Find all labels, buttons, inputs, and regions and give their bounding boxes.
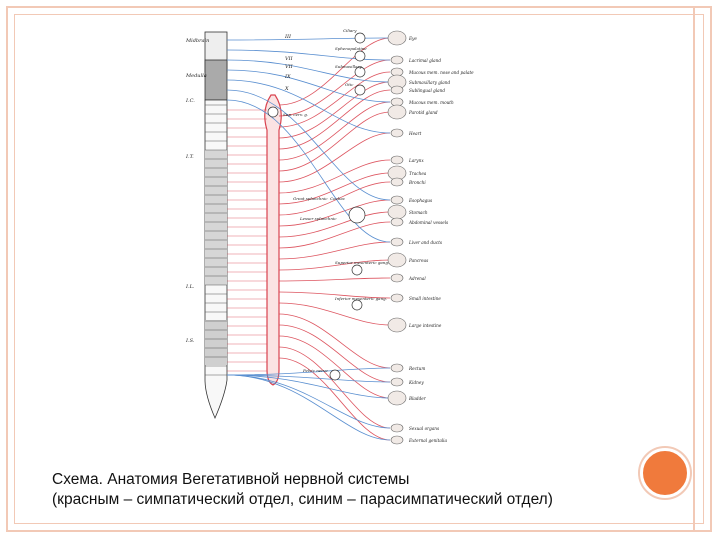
organ-15 [387,252,407,268]
cranial-label-2: VII [285,64,294,70]
organ-8 [390,155,404,165]
spine-label-5: I.S. [185,338,195,344]
organ-label-15: Pancreas [408,258,428,263]
ganglion-6 [351,264,363,276]
organ-14 [390,237,404,247]
organ-label-14: Liver and ducts [408,240,442,245]
organ-label-18: Large intestine [408,323,442,328]
organ-label-8: Larynx [408,158,424,163]
organ-1 [390,55,404,65]
slide-frame-outer [6,6,712,532]
organ-16 [390,273,404,283]
organ-label-19: Rectum [408,366,425,371]
ganglion-label-3: Otic [345,82,354,87]
ganglion-4 [267,106,279,118]
organ-6 [387,104,407,120]
organ-label-22: Sexual organs [409,426,439,431]
organ-19 [390,363,404,373]
organ-13 [390,217,404,227]
accent-circle [640,448,690,498]
ganglion-1 [354,50,366,62]
nerve-label-0: Great splanchnic [293,196,328,201]
organ-0 [387,30,407,46]
ganglion-label-0: Ciliary [343,28,357,33]
cranial-label-1: VII [285,56,294,62]
spine-label-0: Midbrain [185,38,209,44]
organ-label-20: Kidney [408,380,424,385]
organ-7 [390,128,404,138]
ganglion-label-5: Coeliac [330,196,346,201]
organ-label-23: External genitalia [408,438,447,443]
organ-10 [390,177,404,187]
cranial-label-3: IX [284,74,291,80]
organ-label-11: Esophagus [408,198,432,203]
ganglion-label-4: Sup. cerv. g. [283,112,308,117]
organ-label-12: Stomach [409,210,428,215]
organ-label-3: Submaxillary gland [409,80,451,85]
slide-divider [693,7,695,531]
cranial-label-4: X [284,86,289,92]
organ-label-16: Adrenal [408,276,426,281]
spine-label-2: I.C. [185,98,195,104]
organ-label-5: Mucous mem. mouth [408,100,454,105]
ganglion-2 [354,66,366,78]
organ-21 [387,390,407,406]
organ-label-6: Parotid gland [408,110,438,115]
organ-label-2: Mucous mem. nose and palate [408,70,474,75]
organ-label-9: Trachea [409,171,427,176]
slide-frame-inner [14,14,704,524]
organ-20 [390,377,404,387]
ganglion-8 [329,369,341,381]
spine-label-1: Medulla [185,73,207,79]
organ-label-0: Eye [408,36,417,41]
organ-17 [390,293,404,303]
nerve-label-1: Lesser splanchnic [299,216,337,221]
ganglion-7 [351,299,363,311]
sympathetic-chain [264,94,282,386]
organ-label-13: Abdominal vessels [408,220,448,225]
ganglion-label-2: Submaxillary [335,64,362,69]
ganglion-label-7: Inferior mesenteric gang. [334,296,387,301]
ganglion-5 [348,206,366,224]
cranial-label-0: III [284,34,292,40]
spinal-cord [204,31,228,420]
organ-label-1: Lacrimal gland [408,58,441,63]
organ-4 [390,85,404,95]
ganglion-3 [354,84,366,96]
organ-12 [387,204,407,220]
organ-18 [387,317,407,333]
organ-label-7: Heart [408,131,422,136]
organ-23 [390,435,404,445]
ganglion-label-1: Sphenopalatine [335,46,367,51]
spine-label-4: I.L. [185,284,195,290]
caption-line-2: (красным – симпатический отдел, синим – … [52,491,553,508]
organ-label-4: Sublingual gland [409,88,445,93]
organ-label-21: Bladder [408,396,427,401]
ganglion-label-8: Pelvic nerve [302,368,328,373]
organ-label-10: Bronchi [408,180,426,185]
figure-caption: Схема. Анатомия Вегетативной нервной сис… [52,470,672,510]
ganglion-label-6: Superior mesenteric gang. [335,260,389,265]
organ-11 [390,195,404,205]
ganglion-0 [354,32,366,44]
spine-label-3: I.T. [185,154,194,160]
caption-line-1: Схема. Анатомия Вегетативной нервной сис… [52,471,410,488]
organ-label-17: Small intestine [409,296,441,301]
organ-22 [390,423,404,433]
